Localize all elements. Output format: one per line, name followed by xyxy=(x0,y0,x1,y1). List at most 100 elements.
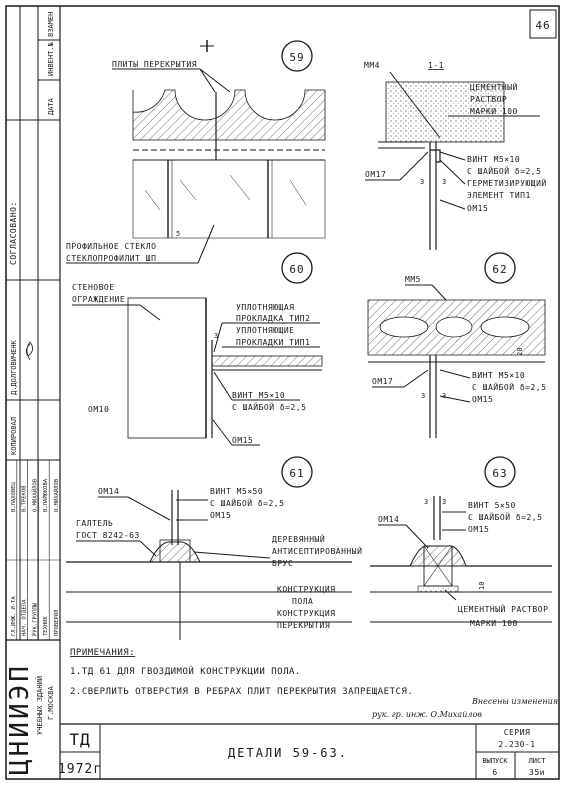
d60-wall-2: ОГРАЖДЕНИЕ xyxy=(72,295,125,304)
d59-glass xyxy=(132,159,326,239)
d62-dim-3: 3 xyxy=(442,392,446,400)
d11-profile xyxy=(429,142,441,250)
d60-screw-2: С ШАЙБОЙ δ=2,5 xyxy=(232,401,306,412)
signature-role: РУК.ГРУППЫ xyxy=(32,602,38,636)
signature-name: О.МИХАЙЛОВ xyxy=(53,478,60,512)
d60-pad-3: УПЛОТНЯЮЩИЕ xyxy=(236,326,294,335)
detail-60-marker xyxy=(281,252,313,284)
d11-dim: 3 xyxy=(420,178,424,186)
d11-om-label: ОМ17 xyxy=(365,170,386,179)
series-label: СЕРИЯ xyxy=(504,728,531,737)
d63-dim-b: 3 xyxy=(442,498,446,506)
detail-60-number: 60 xyxy=(289,263,304,276)
d11-screw-2: С ШАЙБОЙ δ=2,5 xyxy=(467,165,541,176)
year: 1972г xyxy=(58,762,102,777)
d62-screw-1: ВИНТ М5×10 xyxy=(472,371,525,380)
head-dept-label: Д.ДОЛГОВИЧЕНК xyxy=(10,339,18,395)
d59-slabs-label: ПЛИТЫ ПЕРЕКРЫТИЯ xyxy=(112,60,197,69)
d62-mm-label: ММ5 xyxy=(405,275,421,284)
detail-59-number: 59 xyxy=(289,51,304,64)
handwritten-note-1: Внесены изменения xyxy=(471,697,558,706)
d11-seal-1: ГЕРМЕТИЗИРУЮЩИЙ xyxy=(467,177,547,188)
note-2: 2.СВЕРЛИТЬ ОТВЕРСТИЯ В РЕБРАХ ПЛИТ ПЕРЕК… xyxy=(70,687,413,697)
d61-screw-1: ВИНТ М5×50 xyxy=(210,487,263,496)
d62-dim-2: 3 xyxy=(421,392,425,400)
d11-om15-label: ОМ15 xyxy=(467,204,488,213)
detail-62-number: 62 xyxy=(492,263,507,276)
d61-om15: ОМ15 xyxy=(210,511,231,520)
replace-label: ВЗАМЕН xyxy=(47,12,55,37)
d61-gasket-2: ГОСТ 8242-63 xyxy=(76,531,140,540)
detail-63-number: 63 xyxy=(492,467,507,480)
d60-wall xyxy=(127,297,207,439)
d60-pad-1: УПЛОТНЯЮЩАЯ xyxy=(236,303,294,312)
d63-screw-2: С ШАЙБОЙ δ=2,5 xyxy=(468,511,542,522)
signature-role: ПРОВЕРИЛ xyxy=(54,610,60,637)
d60-om15: ОМ15 xyxy=(232,436,253,445)
d61-wood-2: АНТИСЕПТИРОВАННЫЙ xyxy=(272,545,362,556)
signature-name: О.МИХАЙЛОВ xyxy=(31,478,38,512)
doc-code: ТД xyxy=(69,730,90,749)
d11-dim-b: 3 xyxy=(442,178,446,186)
sheet-label: ЛИСТ xyxy=(529,757,547,765)
detail-63: 63 ОМ14 3 3 ВИНТ 5×50 С ШАЙБОЙ δ=2,5 ОМ1… xyxy=(370,456,552,628)
agreed-label: СОГЛАСОВАНО: xyxy=(9,201,18,265)
date-label: ДАТА xyxy=(47,97,55,115)
copied-label: КОПИРОВАЛ xyxy=(10,417,18,455)
d60-transom xyxy=(211,355,323,367)
d61-gasket-1: ГАЛТЕЛЬ xyxy=(76,519,113,528)
org-subtitle-1: УЧЕБНЫХ ЗДАНИЙ xyxy=(35,676,44,735)
d62-om15: ОМ15 xyxy=(472,395,493,404)
d63-dim-10: 10 xyxy=(478,582,486,590)
issue-label: ВЫПУСК xyxy=(482,757,508,765)
d59-slab xyxy=(132,89,326,141)
issue-value: 6 xyxy=(492,768,497,777)
detail-63-marker xyxy=(484,456,516,488)
d60-pad-4: ПРОКЛАДКИ ТИП1 xyxy=(236,338,310,347)
page-number-box xyxy=(529,9,557,39)
sheet-title: ДЕТАЛИ 59-63. xyxy=(228,746,348,760)
series-value: 2.230-1 xyxy=(498,740,535,749)
d60-om10: ОМ10 xyxy=(88,405,109,414)
inventory-label: ИНВЕНТ.№ xyxy=(47,41,55,76)
d61-screw-2: С ШАЙБОЙ δ=2,5 xyxy=(210,497,284,508)
org-name: ЦНИИЭП xyxy=(5,663,35,775)
d59-glass-label-1: ПРОФИЛЬНОЕ СТЕКЛО xyxy=(66,242,156,251)
d59-glass-label-2: СТЕКЛОПРОФИЛИТ ШП xyxy=(66,254,156,263)
d11-screw-1: ВИНТ М5×10 xyxy=(467,155,520,164)
d11-mortar-3: МАРКИ 100 xyxy=(470,107,518,116)
detail-61-number: 61 xyxy=(289,467,304,480)
d11-mortar-1: ЦЕМЕНТНЫЙ xyxy=(470,81,518,92)
sheet-frame xyxy=(5,5,560,780)
signature-role: ТЕХНИК xyxy=(43,615,49,636)
signature-role: НАЧ. ОТДЕЛА xyxy=(22,599,28,636)
d59-dim: 5 xyxy=(176,230,180,238)
notes: ПРИМЕЧАНИЯ: 1.ТД 61 ДЛЯ ГВОЗДИМОЙ КОНСТР… xyxy=(70,648,558,719)
detail-61-marker xyxy=(281,456,313,488)
d11-section-label: 1-1 xyxy=(428,61,444,70)
d62-screw-2: С ШАЙБОЙ δ=2,5 xyxy=(472,381,546,392)
handwritten-note-2: рук. гр. инж. О.Михайлов xyxy=(372,710,482,719)
left-title-panel: ДАТА ИНВЕНТ.№ ВЗАМЕН СОГЛАСОВАНО: Д.ДОЛГ… xyxy=(6,6,60,640)
detail-62: 62 ММ5 20 ОМ17 ВИНТ М5×10 С ШАЙБОЙ δ=2,5… xyxy=(367,252,546,438)
signature-name: В.ЛАРЮКОВА xyxy=(43,478,49,512)
d11-mm-label: ММ4 xyxy=(364,61,380,70)
d63-mortar-bed xyxy=(417,585,459,593)
d60-dim: 3 xyxy=(214,332,218,340)
note-1: 1.ТД 61 ДЛЯ ГВОЗДИМОЙ КОНСТРУКЦИИ ПОЛА. xyxy=(70,665,301,677)
d63-mortar-2: МАРКИ 100 xyxy=(470,619,518,628)
detail-59-marker xyxy=(281,40,313,72)
d63-om15: ОМ15 xyxy=(468,525,489,534)
detail-62-marker xyxy=(484,252,516,284)
d61-constr-3: КОНСТРУКЦИЯ xyxy=(277,609,335,618)
d61-constr-1: КОНСТРУКЦИЯ xyxy=(277,585,335,594)
d63-mortar-1: ЦЕМЕНТНЫЙ РАСТВОР xyxy=(458,603,548,614)
d62-om: ОМ17 xyxy=(372,377,393,386)
notes-heading: ПРИМЕЧАНИЯ: xyxy=(70,648,135,658)
section-1-1: ММ4 1-1 ЦЕМЕНТНЫЙ РАСТВОР МАРКИ 100 ОМ17… xyxy=(364,61,547,250)
signature-name: В.ТРЕКОВ xyxy=(22,485,28,512)
d61-constr-4: ПЕРЕКРЫТИЯ xyxy=(277,621,330,630)
org-subtitle-2: Г.МОСКВА xyxy=(47,685,55,720)
title-block: ТД 1972г ДЕТАЛИ 59-63. СЕРИЯ 2.230-1 ВЫП… xyxy=(58,723,559,779)
d61-gasket xyxy=(149,541,201,563)
